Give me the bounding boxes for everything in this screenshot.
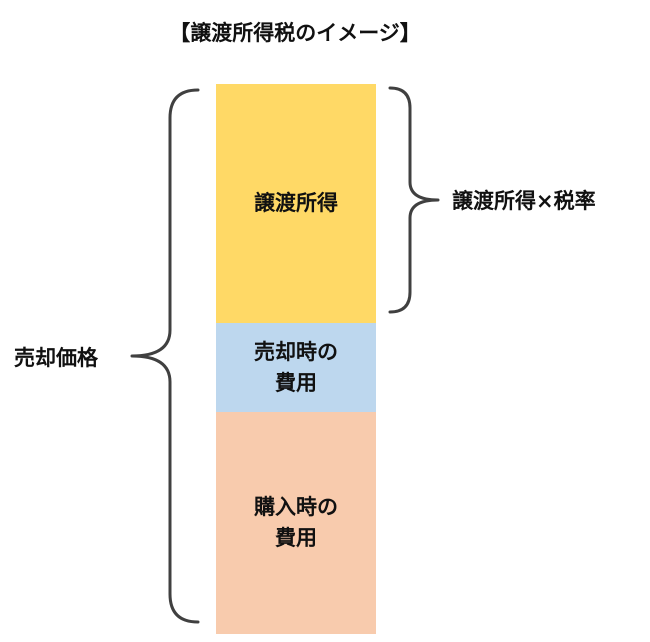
sale-expenses-block: 売却時の 費用: [216, 323, 376, 412]
capital-gain-label: 譲渡所得: [254, 191, 338, 215]
diagram-title: 【譲渡所得税のイメージ】: [169, 21, 421, 45]
purchase-cost-block: 購入時の 費用: [216, 412, 376, 634]
left-brace: [130, 88, 200, 624]
purchase-cost-label: 購入時の 費用: [254, 495, 338, 550]
tax-formula-label: 譲渡所得×税率: [452, 189, 596, 213]
capital-gain-block: 譲渡所得: [216, 84, 376, 323]
right-brace: [388, 86, 440, 314]
sale-price-label: 売却価格: [14, 346, 98, 370]
sale-expenses-label: 売却時の 費用: [254, 339, 338, 395]
